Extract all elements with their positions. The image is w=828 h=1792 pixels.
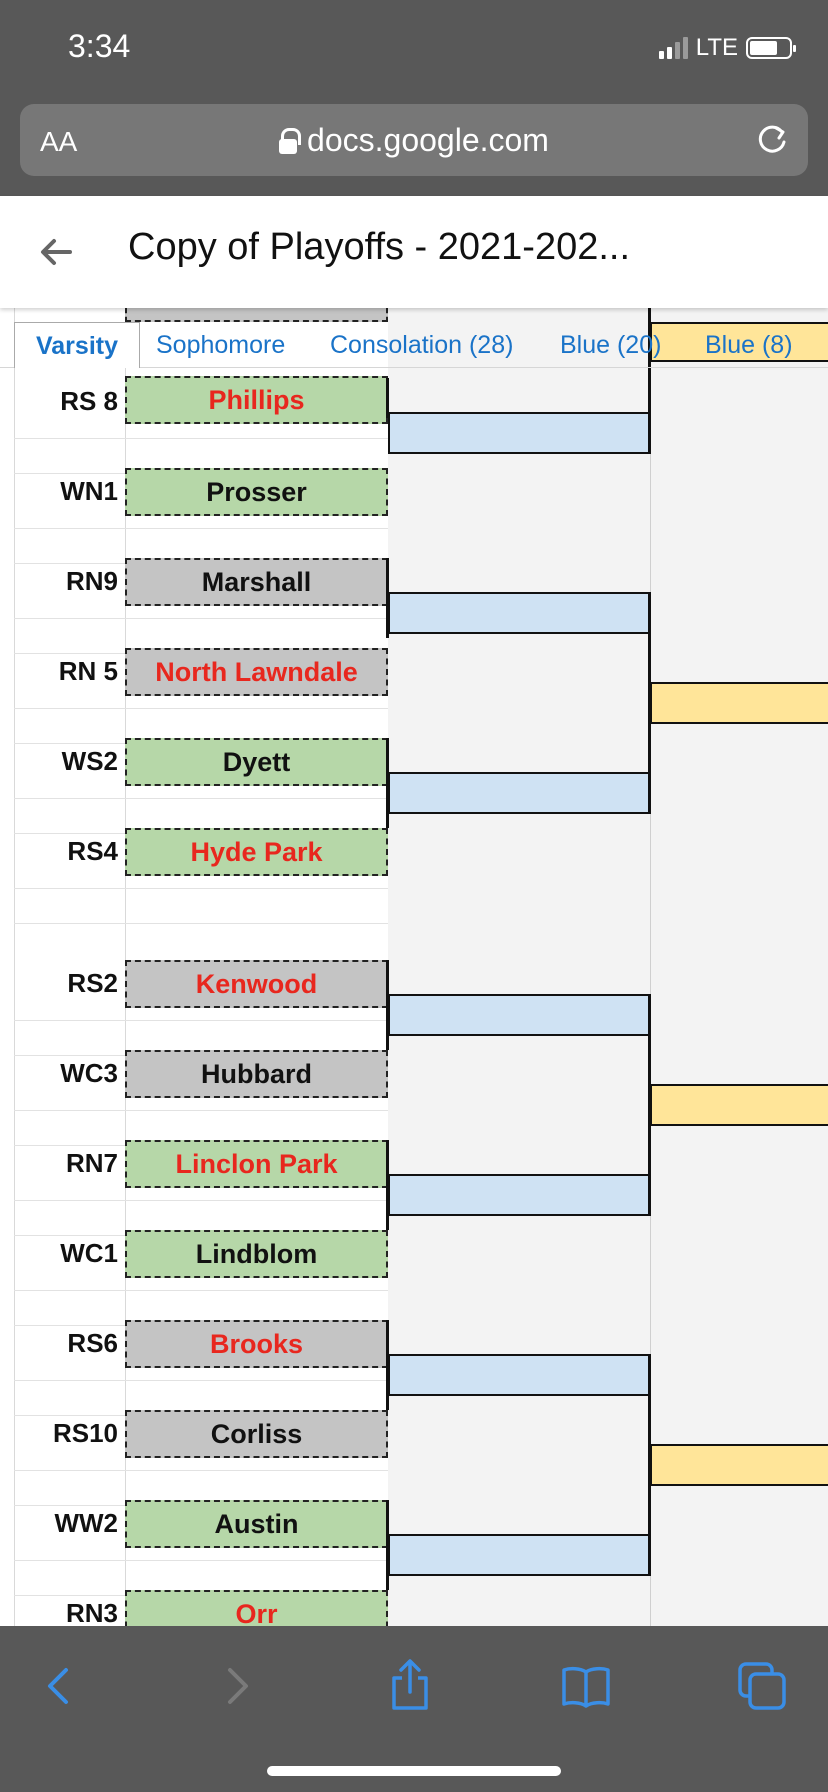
url-text: docs.google.com (307, 122, 549, 158)
doc-header: Copy of Playoffs - 2021-202... (0, 196, 828, 308)
team-cell[interactable]: Lindblom (125, 1230, 388, 1278)
doc-title: Copy of Playoffs - 2021-202... (128, 226, 631, 268)
sheet-tabs: Varsity Sophomore Consolation (28) Blue … (0, 322, 828, 368)
team-seed[interactable]: RN3 (65, 1598, 118, 1626)
tab-sophomore[interactable]: Sophomore (156, 331, 286, 359)
bracket-slot-round2[interactable] (388, 1174, 650, 1216)
team-cell[interactable]: Corliss (125, 1410, 388, 1458)
team-seed[interactable]: RS10 (52, 1418, 118, 1448)
chevron-right-icon[interactable] (206, 1656, 266, 1716)
spreadsheet-grid[interactable]: Varsity Sophomore Consolation (28) Blue … (0, 308, 828, 1626)
url-display[interactable]: docs.google.com (20, 122, 808, 159)
home-indicator (267, 1766, 561, 1776)
status-time: 3:34 (68, 28, 131, 64)
team-seed[interactable]: RS 8 (60, 386, 118, 416)
status-and-url-bar: 3:34 LTE AA docs.google.com (0, 0, 828, 196)
team-cell[interactable]: Kenwood (125, 960, 388, 1008)
team-cell[interactable]: Brooks (125, 1320, 388, 1368)
team-cell[interactable]: Austin (125, 1500, 388, 1548)
bracket-slot-round3[interactable] (650, 682, 828, 724)
battery-icon (746, 37, 796, 59)
team-seed[interactable]: RS2 (67, 968, 118, 998)
team-seed[interactable]: RS4 (67, 836, 118, 866)
bracket-slot-round2[interactable] (388, 1354, 650, 1396)
lock-icon (279, 127, 302, 154)
team-seed[interactable]: WC3 (60, 1058, 118, 1088)
team-cell[interactable]: Prosser (125, 468, 388, 516)
text-size-button[interactable]: AA (40, 126, 78, 157)
team-cell[interactable]: Orr (125, 1590, 388, 1626)
bracket-slot-round2[interactable] (388, 412, 650, 454)
share-icon[interactable] (380, 1656, 440, 1716)
team-seed[interactable]: RN 5 (58, 656, 118, 686)
team-cell[interactable]: Dyett (125, 738, 388, 786)
team-cell[interactable]: Marshall (125, 558, 388, 606)
team-seed[interactable]: RN9 (65, 566, 118, 596)
network-label: LTE (695, 34, 738, 61)
team-cell[interactable]: Phillips (125, 376, 388, 424)
bracket-slot-round2[interactable] (388, 592, 650, 634)
bracket-slot-round2[interactable] (388, 772, 650, 814)
team-seed[interactable]: WC1 (60, 1238, 118, 1268)
team-cell[interactable]: Linclon Park (125, 1140, 388, 1188)
bracket-slot-round3[interactable] (650, 1444, 828, 1486)
bracket-slot-round2[interactable] (388, 1534, 650, 1576)
team-cell[interactable]: Hyde Park (125, 828, 388, 876)
team-seed[interactable]: RN7 (65, 1148, 118, 1178)
tab-blue-8[interactable]: Blue (8) (705, 331, 793, 359)
team-seed[interactable]: WN1 (60, 476, 118, 506)
tab-blue-20[interactable]: Blue (20) (560, 331, 662, 359)
bracket-slot-round3[interactable] (650, 1084, 828, 1126)
team-cell[interactable]: North Lawndale (125, 648, 388, 696)
team-seed[interactable]: RS6 (67, 1328, 118, 1358)
browser-toolbar (0, 1626, 828, 1792)
tab-varsity[interactable]: Varsity (14, 322, 140, 368)
url-bar[interactable]: AA docs.google.com (20, 104, 808, 176)
team-seed[interactable]: WW2 (54, 1508, 118, 1538)
back-arrow-icon[interactable] (34, 230, 78, 274)
team-cell[interactable]: Hubbard (125, 1050, 388, 1098)
chevron-left-icon[interactable] (30, 1656, 90, 1716)
bookmarks-icon[interactable] (556, 1656, 616, 1716)
status-indicators: LTE (658, 34, 796, 62)
signal-icon (658, 37, 688, 59)
reload-icon[interactable] (752, 120, 792, 160)
tab-consolation-28[interactable]: Consolation (28) (330, 331, 514, 359)
team-seed[interactable]: WS2 (61, 746, 118, 776)
bracket-slot-round2[interactable] (388, 994, 650, 1036)
tabs-icon[interactable] (732, 1656, 792, 1716)
